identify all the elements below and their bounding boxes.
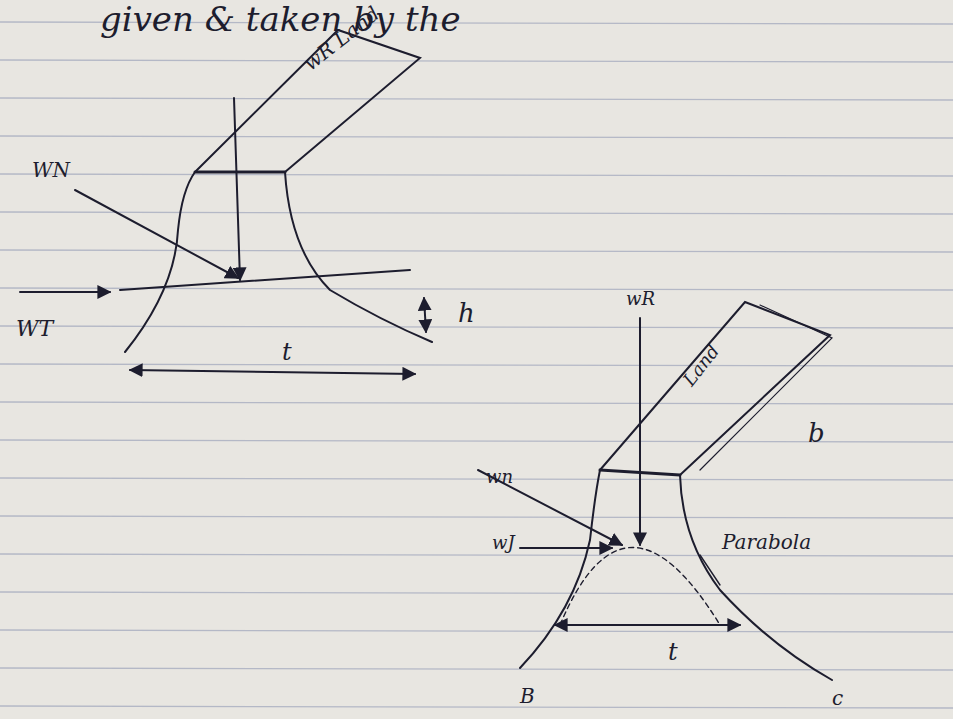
thickness-label: t xyxy=(282,340,292,364)
page-heading-fragment: given & taken by the xyxy=(100,2,461,36)
radial-load-label: wR xyxy=(626,290,655,308)
point-label: c xyxy=(832,688,843,708)
normal-load-label: wn xyxy=(486,468,513,486)
tangential-load-label: wJ xyxy=(492,534,515,552)
parabola-label: Parabola xyxy=(722,532,811,552)
height-label: h xyxy=(458,300,475,326)
normal-load-label: WN xyxy=(32,160,70,180)
tooth-one xyxy=(20,30,432,374)
point-label: B xyxy=(520,686,535,706)
thickness-label: t xyxy=(668,640,678,664)
tooth-two xyxy=(478,302,832,680)
ruled-lines xyxy=(0,22,953,708)
tangential-load-label: WT xyxy=(16,318,53,340)
width-label: b xyxy=(808,420,825,446)
